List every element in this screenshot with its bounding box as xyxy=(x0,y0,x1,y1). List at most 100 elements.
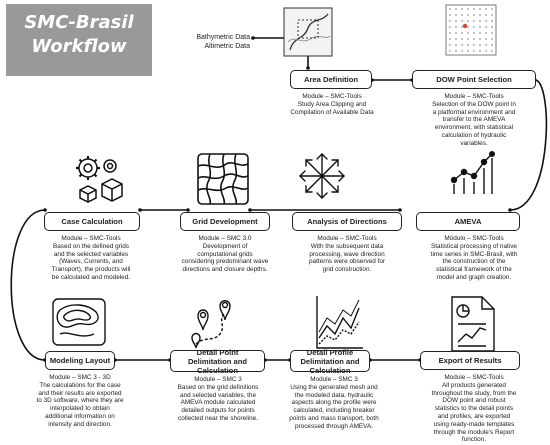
stage-title-grid-development: Grid Development xyxy=(180,212,270,231)
stage-title-modeling-layout: Modeling Layout xyxy=(45,351,115,370)
stage-title-detail-point: Detail Point Delimitation and Calculatio… xyxy=(170,348,265,375)
grid-dot xyxy=(473,26,475,28)
grid-dot xyxy=(485,20,487,22)
grid-dot xyxy=(449,8,451,10)
contour-map-icon xyxy=(52,298,106,346)
dotted-grid-icon xyxy=(445,4,497,56)
desc-line: Module – SMC 3.0 xyxy=(198,235,252,242)
grid-dot xyxy=(449,44,451,46)
grid-dot xyxy=(485,50,487,52)
stage-title-dow-point: DOW Point Selection xyxy=(412,70,536,89)
grid-dot xyxy=(485,14,487,16)
grid-dot xyxy=(455,20,457,22)
desc-line: statistics to the detail points xyxy=(434,405,514,413)
grid-dot xyxy=(485,8,487,10)
desc-line: through the module's Report xyxy=(433,428,515,436)
grid-dot xyxy=(473,44,475,46)
desc-line: aspects along the profile were xyxy=(291,399,377,407)
desc-line: statistical framework of the xyxy=(436,266,512,274)
stage-desc-modeling-layout: Module – SMC 3 - 3D The calculations for… xyxy=(14,374,146,429)
desc-line: Using the generated mesh and xyxy=(290,383,378,391)
grid-dot xyxy=(455,44,457,46)
grid-dot xyxy=(467,26,469,28)
desc-line: detailed outputs for points xyxy=(181,407,255,415)
map-area-icon xyxy=(283,7,333,57)
desc-line: The calculations for the case xyxy=(39,381,121,389)
gears-cube-icon xyxy=(76,156,123,203)
grid-dot xyxy=(467,50,469,52)
desc-line: Module – SMC-Tools xyxy=(61,235,121,242)
desc-line: using ready-made templates xyxy=(433,420,515,428)
stage-desc-area-definition: Module – SMC-Tools Study Area Clipping a… xyxy=(268,93,396,116)
desc-line: and profiles, are exported xyxy=(437,412,511,420)
input-altimetric: Altimetric Data xyxy=(204,43,250,50)
grid-dot xyxy=(455,14,457,16)
desc-line: computational grids xyxy=(197,250,253,258)
grid-dot xyxy=(479,8,481,10)
desc-line: Based on the defined grids xyxy=(52,242,130,250)
desc-line: Statistical processing of native xyxy=(431,242,517,250)
grid-dot xyxy=(455,8,457,10)
grid-dot xyxy=(479,44,481,46)
grid-dot xyxy=(461,32,463,34)
desc-line: interpolated to obtain xyxy=(50,405,110,413)
desc-line: model and graph creation. xyxy=(436,273,512,281)
grid-dot xyxy=(449,38,451,40)
grid-dot xyxy=(461,44,463,46)
grid-dot xyxy=(449,20,451,22)
stage-title-export-results: Export of Results xyxy=(420,351,520,370)
desc-line: and the selected variables xyxy=(53,250,129,258)
grid-dot xyxy=(473,14,475,16)
grid-dot xyxy=(485,26,487,28)
desc-line: processed through AMEVA. xyxy=(294,422,374,430)
desc-line: environment, with statistical xyxy=(434,124,514,132)
desc-line: points and mass transport, both xyxy=(289,414,379,422)
desc-line: All products generated xyxy=(442,381,506,389)
grid-dot xyxy=(485,38,487,40)
desc-line: directions and closure depths. xyxy=(182,266,268,274)
desc-line: Based on the grid definitions xyxy=(177,383,259,391)
dow-point-marker xyxy=(462,23,468,29)
grid-dot xyxy=(479,26,481,28)
desc-line: patterns were observed for xyxy=(308,258,386,266)
desc-line: to 3D software, where they are xyxy=(36,397,124,405)
grid-dot xyxy=(485,32,487,34)
grid-dot xyxy=(491,8,493,10)
grid-dot xyxy=(479,50,481,52)
grid-dot xyxy=(449,50,451,52)
stage-title-ameva: AMEVA xyxy=(416,212,520,231)
grid-dot xyxy=(491,38,493,40)
line-bar-chart-icon xyxy=(450,151,495,194)
workflow-banner: SMC-Brasil Workflow xyxy=(6,4,152,76)
grid-dot xyxy=(479,20,481,22)
grid-dot xyxy=(461,8,463,10)
stage-desc-export-results: Module – SMC-Tools All products generate… xyxy=(406,374,542,444)
grid-dot xyxy=(467,20,469,22)
stage-title-area-definition: Area Definition xyxy=(290,70,372,89)
grid-dot xyxy=(455,50,457,52)
desc-line: Selection of the DOW point in xyxy=(432,100,516,108)
grid-dot xyxy=(479,32,481,34)
report-document-icon xyxy=(451,296,495,352)
desc-line: DOW point and robust xyxy=(442,397,506,405)
desc-line: be calculated and modeled. xyxy=(51,273,131,281)
directions-arrows-icon xyxy=(299,153,345,199)
grid-dot xyxy=(479,14,481,16)
stage-title-directions: Analysis of Directions xyxy=(292,212,402,231)
grid-dot xyxy=(461,14,463,16)
desc-line: Module – SMC-Tools xyxy=(302,93,362,100)
desc-line: With the subsequent data xyxy=(310,242,384,250)
desc-line: transfer to the AMEVA xyxy=(442,116,506,124)
desc-line: Module – SMC 3 - 3D xyxy=(49,374,111,381)
grid-dot xyxy=(473,32,475,34)
grid-dot xyxy=(455,32,457,34)
location-pins-icon xyxy=(191,300,231,349)
desc-line: and their results are exported xyxy=(38,389,122,397)
desc-line: Module – SMC-Tools xyxy=(317,235,377,242)
stage-desc-dow-point: Module – SMC-Tools Selection of the DOW … xyxy=(404,93,544,148)
desc-line: Compilation of Available Data xyxy=(290,108,374,116)
desc-line: additional information on xyxy=(45,412,115,420)
desc-line: collected near the shoreline. xyxy=(178,414,258,422)
desc-line: grid construction. xyxy=(322,266,372,274)
desc-line: AMEVA module calculated xyxy=(180,399,256,407)
